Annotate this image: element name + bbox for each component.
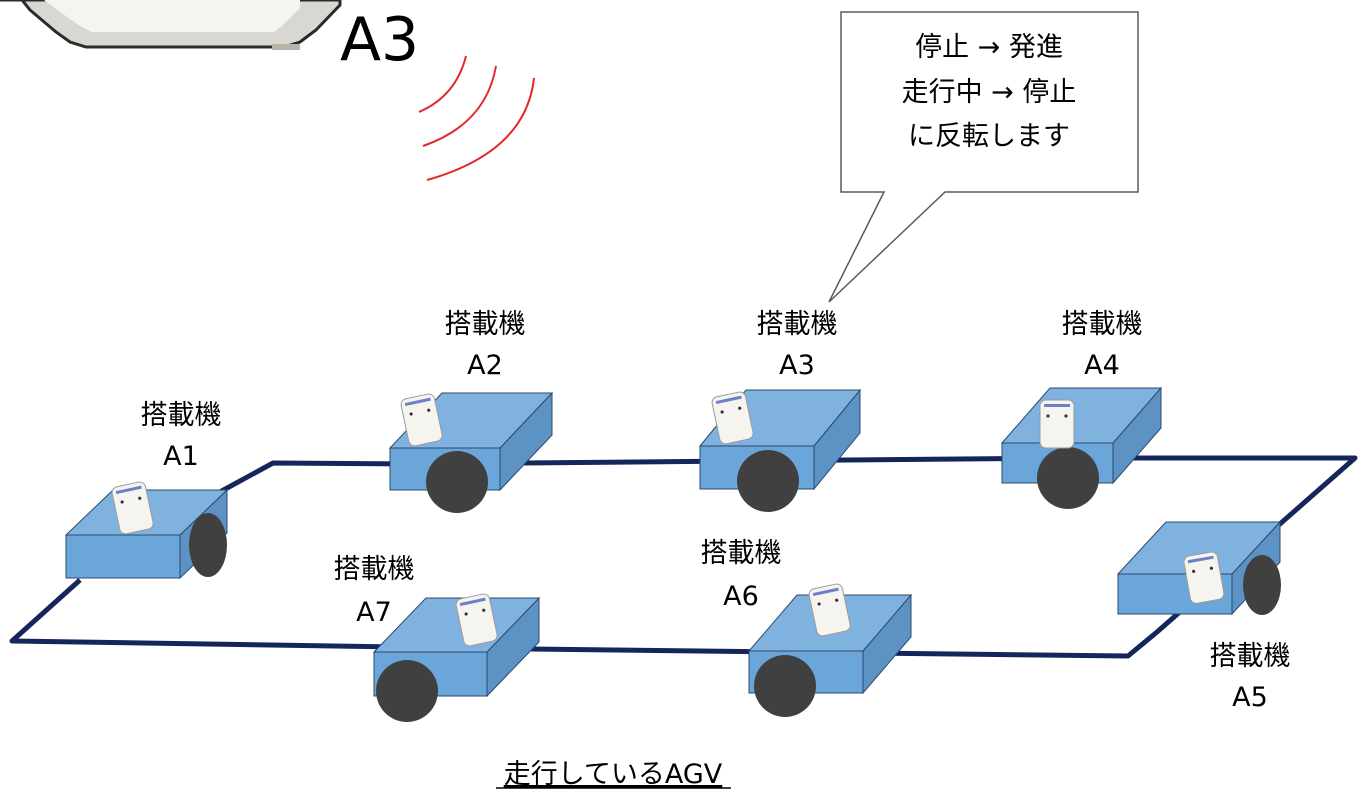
agv-wheel xyxy=(1243,555,1281,615)
agv-a2-name: A2 xyxy=(467,350,503,381)
agv-a3-name: A3 xyxy=(779,350,815,381)
agv-wheel xyxy=(1037,447,1099,509)
agv-a1-unit-label: 搭載機 xyxy=(141,400,222,431)
radio-module-icon xyxy=(1183,551,1225,604)
agv-a7 xyxy=(372,593,541,722)
agv-body-front xyxy=(65,534,181,579)
radio-module-icon xyxy=(711,391,754,445)
agv-a2 xyxy=(388,391,554,513)
agv-a7-unit-label: 搭載機 xyxy=(334,554,415,585)
agv-wheel xyxy=(426,451,488,513)
agv-a3-unit-label: 搭載機 xyxy=(757,309,838,340)
agv-a5-unit-label: 搭載機 xyxy=(1210,641,1291,672)
agv-a7-name: A7 xyxy=(356,597,392,628)
caption: 走行しているAGV xyxy=(504,759,723,790)
agv-wheel xyxy=(754,655,816,717)
agv-a2-unit-label: 搭載機 xyxy=(445,309,526,340)
callout-line-2: 走行中 → 停止 xyxy=(902,77,1077,108)
radio-module-icon xyxy=(400,393,443,447)
agv-a6-unit-label: 搭載機 xyxy=(701,538,782,569)
agv-a5 xyxy=(1116,520,1282,616)
agv-a1-name: A1 xyxy=(163,441,199,472)
agv-labels: 搭載機 A1 搭載機 A2 搭載機 A3 搭載機 A4 搭載機 A5 搭載機 A… xyxy=(141,309,1291,713)
callout-bubble: 停止 → 発進 走行中 → 停止 に反転します xyxy=(828,11,1139,303)
agv-a6 xyxy=(747,583,913,717)
radio-module-icon xyxy=(808,583,851,637)
radio-module-icon xyxy=(111,481,154,535)
agv-wheel xyxy=(189,513,227,577)
agv-wheel xyxy=(376,660,438,722)
callout-line-3: に反転します xyxy=(908,121,1070,152)
radio-module-icon xyxy=(455,593,498,647)
agv-a1 xyxy=(64,481,229,580)
agv-a5-name: A5 xyxy=(1232,682,1268,713)
agv-a4 xyxy=(1000,386,1163,509)
agv-layer xyxy=(64,386,1282,722)
agv-wheel xyxy=(737,450,799,512)
transmitter-device xyxy=(0,0,342,50)
callout-line-1: 停止 → 発進 xyxy=(915,32,1063,63)
transmitter-label: A3 xyxy=(340,5,419,75)
radio-module-icon xyxy=(1039,399,1075,449)
agv-a4-unit-label: 搭載機 xyxy=(1062,309,1143,340)
agv-a4-name: A4 xyxy=(1084,350,1120,381)
agv-a6-name: A6 xyxy=(723,581,759,612)
signal-wave-icon xyxy=(418,55,535,181)
agv-a3 xyxy=(698,388,862,512)
